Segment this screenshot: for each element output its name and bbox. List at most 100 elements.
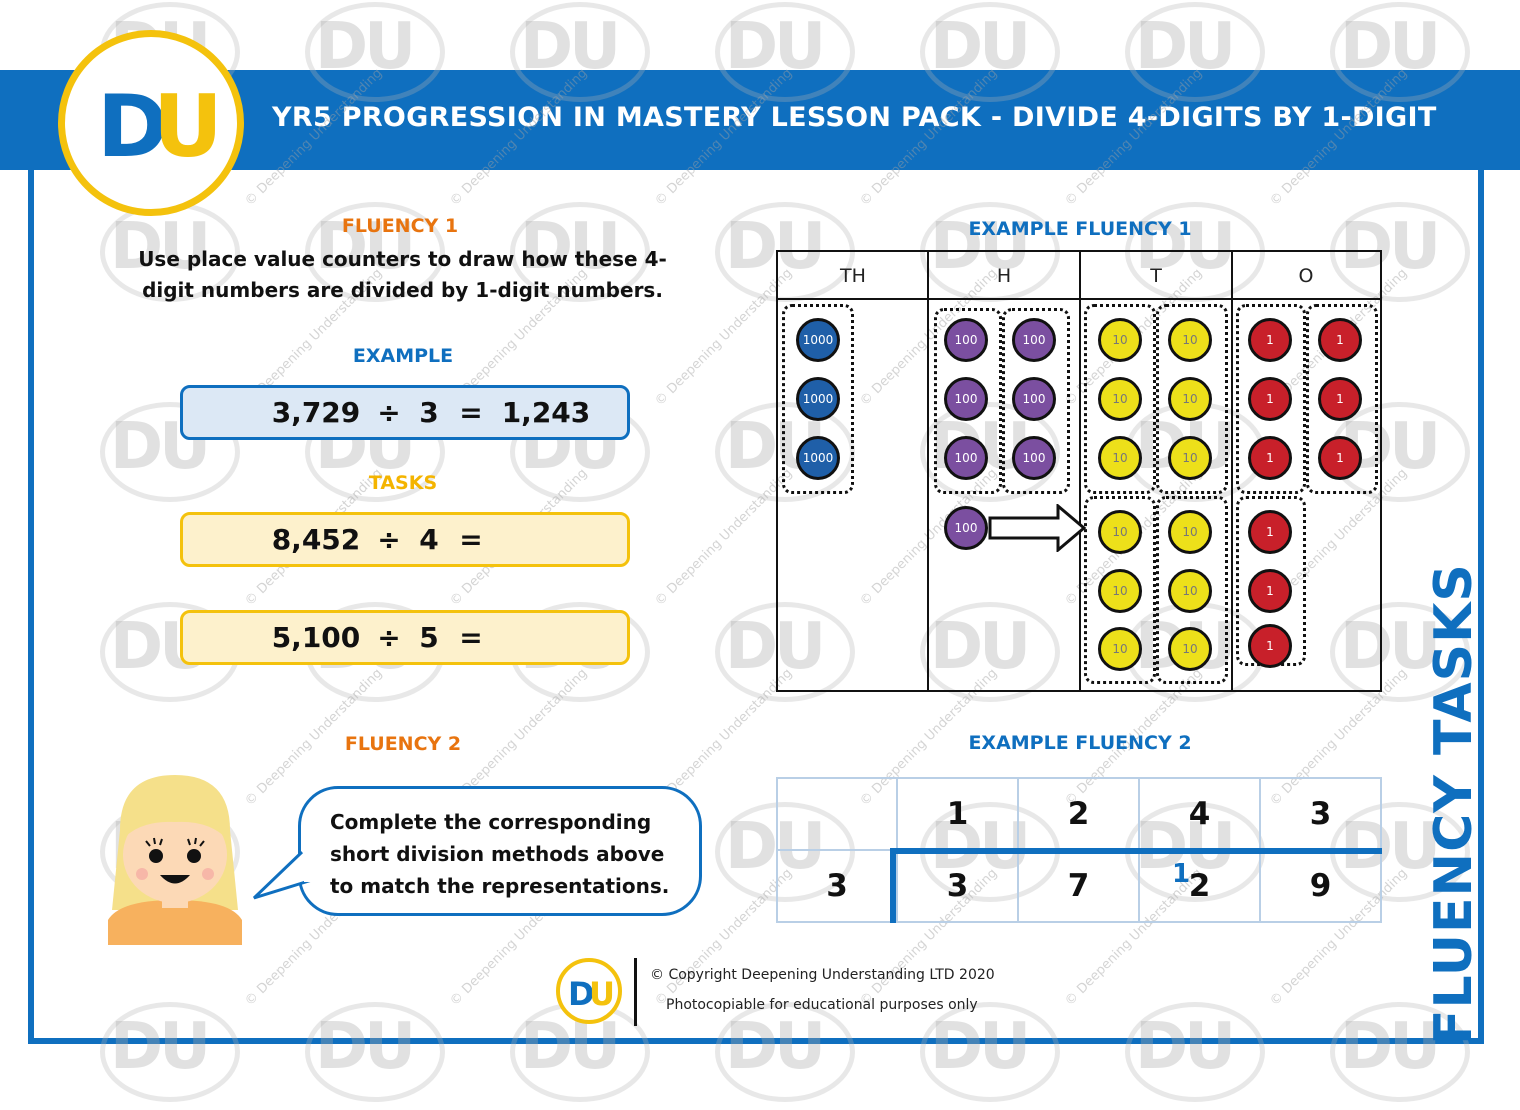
task2-operator: ÷	[377, 621, 401, 654]
task1-divisor: 4	[419, 523, 439, 556]
page-title: YR5 PROGRESSION IN MASTERY LESSON PACK -…	[272, 102, 1437, 133]
sd-quotient-digit: 3	[1259, 777, 1382, 851]
example-fluency1-heading: EXAMPLE FLUENCY 1	[968, 218, 1192, 240]
pv-header-th: TH	[778, 252, 928, 300]
counter-hundred: 100	[944, 377, 988, 421]
counter-group	[1084, 496, 1156, 684]
footer-divider	[634, 958, 637, 1026]
counter-one: 1	[1248, 318, 1292, 362]
pv-header-h: H	[928, 252, 1080, 300]
sd-quotient-digit: 2	[1017, 777, 1140, 851]
counter-hundred: 100	[944, 436, 988, 480]
side-label: FLUENCY TASKS	[1424, 563, 1484, 1045]
footer-logo-d: D	[568, 975, 595, 1013]
task1-operator: ÷	[377, 523, 401, 556]
logo-letter-u: U	[153, 77, 223, 177]
tasks-heading: TASKS	[368, 472, 438, 494]
example-answer: 1,243	[501, 396, 591, 429]
counter-one: 1	[1248, 624, 1292, 668]
sd-carry-digit: 1	[1172, 859, 1191, 889]
counter-one: 1	[1318, 377, 1362, 421]
counter-group	[1306, 304, 1378, 494]
counter-ten: 10	[1168, 569, 1212, 613]
counter-group	[934, 308, 1002, 494]
speech-bubble-tail-icon	[252, 850, 322, 900]
exchange-arrow-icon	[988, 504, 1087, 552]
counter-one: 1	[1318, 318, 1362, 362]
short-division-grid: 1 2 4 3 3 3 7 2 9 1	[776, 777, 1382, 923]
counter-group	[1236, 304, 1306, 494]
pv-divider	[927, 252, 929, 692]
counter-thousand: 1000	[796, 436, 840, 480]
fluency2-heading: FLUENCY 2	[344, 733, 462, 755]
counter-hundred-exchanged: 100	[944, 506, 988, 550]
pv-divider	[1079, 252, 1081, 692]
counter-group	[1156, 496, 1228, 684]
example-equation: 3,729 ÷ 3 = 1,243	[180, 385, 630, 440]
counter-ten: 10	[1168, 510, 1212, 554]
logo-letter-d: D	[97, 77, 168, 177]
counter-ten: 10	[1098, 318, 1142, 362]
logo: D U	[58, 30, 244, 216]
pv-header-o: O	[1232, 252, 1380, 300]
counter-ten: 10	[1098, 436, 1142, 480]
sd-dividend-digit: 3	[896, 849, 1019, 923]
counter-thousand: 1000	[796, 377, 840, 421]
counter-one: 1	[1248, 569, 1292, 613]
counter-group	[1084, 304, 1156, 494]
counter-ten: 10	[1168, 627, 1212, 671]
task1-dividend: 8,452	[271, 523, 361, 556]
counter-hundred: 100	[944, 318, 988, 362]
counter-ten: 10	[1168, 377, 1212, 421]
counter-one: 1	[1248, 510, 1292, 554]
task-equation-2: 5,100 ÷ 5 =	[180, 610, 630, 665]
fluency1-heading: FLUENCY 1	[341, 215, 459, 237]
sd-quotient-digit: 4	[1138, 777, 1261, 851]
pv-divider	[1231, 252, 1233, 692]
sd-bracket-top	[890, 848, 1382, 854]
page-frame	[28, 160, 1484, 1044]
sd-divisor: 3	[776, 849, 898, 923]
example-heading: EXAMPLE	[352, 345, 454, 367]
counter-ten: 10	[1098, 569, 1142, 613]
counter-ten: 10	[1098, 627, 1142, 671]
sd-bracket-side	[890, 848, 896, 923]
counter-one: 1	[1318, 436, 1362, 480]
task2-equals: =	[459, 621, 483, 654]
counter-hundred: 100	[1012, 377, 1056, 421]
sd-dividend-digit: 9	[1259, 849, 1382, 923]
footer-logo-u: U	[589, 975, 615, 1013]
photocopiable-text: Photocopiable for educational purposes o…	[666, 997, 978, 1013]
task2-dividend: 5,100	[271, 621, 361, 654]
place-value-chart: TH H T O 1000 1000 1000 100 100 100 100 …	[776, 250, 1382, 692]
counter-hundred: 100	[1012, 436, 1056, 480]
example-equals: =	[459, 396, 483, 429]
counter-ten: 10	[1098, 377, 1142, 421]
footer-logo: D U	[556, 958, 622, 1024]
counter-hundred: 100	[1012, 318, 1056, 362]
counter-thousand: 1000	[796, 318, 840, 362]
speech-bubble-text: Complete the corresponding short divisio…	[330, 810, 670, 898]
task-equation-1: 8,452 ÷ 4 =	[180, 512, 630, 567]
counter-ten: 10	[1098, 510, 1142, 554]
counter-one: 1	[1248, 436, 1292, 480]
fluency1-instruction: Use place value counters to draw how the…	[138, 247, 667, 302]
copyright-text: © Copyright Deepening Understanding LTD …	[650, 967, 995, 983]
girl-avatar-icon	[108, 775, 242, 945]
task2-divisor: 5	[419, 621, 439, 654]
example-dividend: 3,729	[271, 396, 361, 429]
counter-ten: 10	[1168, 318, 1212, 362]
counter-ten: 10	[1168, 436, 1212, 480]
counter-one: 1	[1248, 377, 1292, 421]
sd-cell-empty	[776, 777, 898, 851]
sd-quotient-digit: 1	[896, 777, 1019, 851]
sd-dividend-digit: 2	[1138, 849, 1261, 923]
example-operator: ÷	[377, 396, 401, 429]
header-banner	[0, 70, 1520, 170]
task1-equals: =	[459, 523, 483, 556]
speech-bubble	[298, 786, 702, 916]
sd-dividend-digit: 7	[1017, 849, 1140, 923]
counter-group	[1156, 304, 1228, 494]
counter-group	[1002, 308, 1070, 494]
example-divisor: 3	[419, 396, 439, 429]
